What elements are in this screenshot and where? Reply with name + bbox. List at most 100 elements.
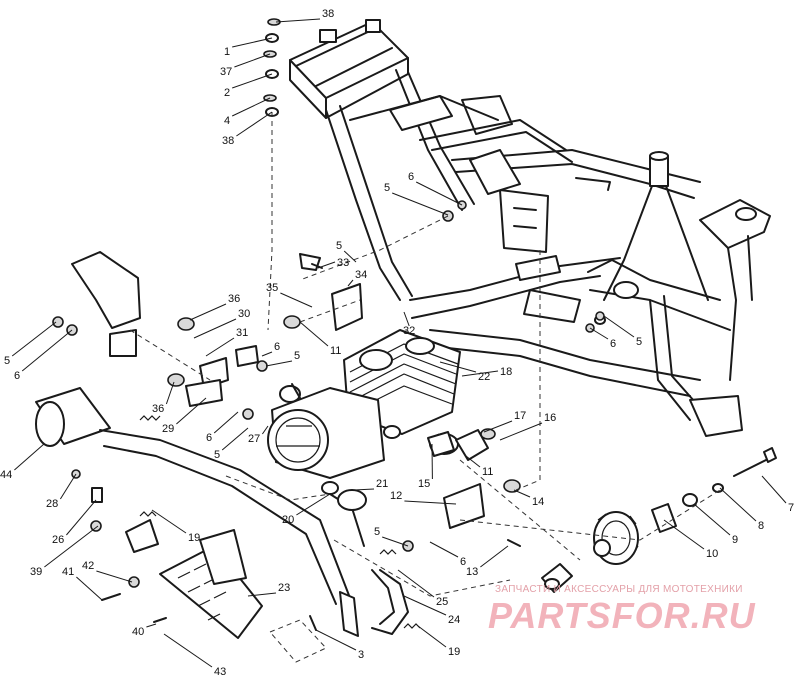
callout-leader-line bbox=[315, 629, 357, 651]
callout-number: 8 bbox=[758, 520, 764, 532]
callout-number: 10 bbox=[706, 548, 718, 560]
callout-5: 5 bbox=[603, 315, 642, 348]
callout-leader-line bbox=[151, 509, 187, 534]
callout-leader-line bbox=[343, 250, 357, 263]
callout-42: 42 bbox=[82, 560, 133, 583]
callout-number: 7 bbox=[788, 502, 794, 514]
callout-36: 36 bbox=[152, 381, 175, 415]
callout-number: 12 bbox=[390, 490, 402, 502]
callout-33: 33 bbox=[317, 257, 349, 269]
callout-number: 1 bbox=[224, 46, 230, 58]
callout-1: 1 bbox=[224, 37, 273, 58]
engine-assembly bbox=[267, 329, 489, 479]
callout-leader-line bbox=[415, 181, 463, 206]
callout-number: 22 bbox=[478, 371, 490, 383]
callout-number: 17 bbox=[514, 410, 526, 422]
callout-number: 6 bbox=[206, 432, 212, 444]
callout-6: 6 bbox=[408, 171, 463, 206]
callout-34: 34 bbox=[347, 269, 367, 287]
callout-leader-line bbox=[231, 97, 271, 117]
callout-leader-line bbox=[261, 425, 269, 435]
callout-number: 11 bbox=[330, 345, 341, 357]
callout-19: 19 bbox=[417, 625, 460, 658]
callout-43: 43 bbox=[163, 633, 226, 678]
callout-number: 20 bbox=[282, 514, 294, 526]
callout-leader-line bbox=[761, 475, 787, 504]
callout-leader-line bbox=[603, 315, 635, 338]
callout-leader-line bbox=[232, 73, 273, 89]
callout-leader-line bbox=[21, 329, 73, 372]
callout-38: 38 bbox=[275, 8, 334, 23]
callout-6: 6 bbox=[589, 327, 616, 350]
callout-number: 5 bbox=[4, 355, 10, 367]
callout-number: 16 bbox=[544, 412, 556, 424]
callout-number: 15 bbox=[418, 478, 430, 490]
callout-leader-line bbox=[299, 321, 329, 347]
exhaust-system bbox=[35, 387, 409, 663]
callout-36: 36 bbox=[189, 293, 240, 321]
callout-32: 32 bbox=[403, 311, 415, 337]
callout-leader-line bbox=[236, 111, 273, 137]
callout-number: 5 bbox=[336, 240, 342, 252]
callout-leader-line bbox=[213, 411, 239, 434]
callout-number: 9 bbox=[732, 534, 738, 546]
callout-leader-line bbox=[66, 499, 97, 536]
callout-11: 11 bbox=[299, 321, 341, 357]
callout-leader-line bbox=[429, 541, 459, 558]
callout-41: 41 bbox=[62, 566, 103, 601]
callout-21: 21 bbox=[353, 478, 388, 491]
callout-12: 12 bbox=[390, 490, 457, 505]
callout-number: 35 bbox=[266, 282, 278, 294]
callout-leader-line bbox=[265, 360, 293, 367]
callout-leader-line bbox=[461, 370, 499, 377]
callout-29: 29 bbox=[162, 397, 207, 435]
callout-15: 15 bbox=[418, 443, 433, 490]
callout-number: 29 bbox=[162, 423, 174, 435]
callout-number: 13 bbox=[466, 566, 478, 578]
callout-5: 5 bbox=[384, 182, 449, 216]
callout-6: 6 bbox=[14, 329, 73, 382]
callout-number: 19 bbox=[188, 532, 200, 544]
callout-16: 16 bbox=[499, 412, 556, 441]
callout-35: 35 bbox=[266, 282, 313, 308]
callout-number: 26 bbox=[52, 534, 64, 546]
callout-number: 23 bbox=[278, 582, 290, 594]
callout-leader-line bbox=[261, 351, 273, 357]
watermark: ЗАПЧАСТИ И АКСЕССУАРЫ ДЛЯ МОТОТЕХНИКИ PA… bbox=[488, 584, 755, 636]
callout-leader-line bbox=[403, 311, 410, 327]
callout-number: 6 bbox=[274, 341, 280, 353]
callout-leader-line bbox=[404, 500, 457, 505]
callout-8: 8 bbox=[719, 487, 764, 532]
callout-number: 40 bbox=[132, 626, 144, 638]
callout-44: 44 bbox=[0, 443, 45, 481]
callout-5: 5 bbox=[265, 350, 300, 367]
callout-22: 22 bbox=[439, 361, 490, 383]
callout-number: 5 bbox=[214, 449, 220, 461]
callout-leader-line bbox=[176, 397, 207, 425]
callout-number: 41 bbox=[62, 566, 74, 578]
callout-number: 36 bbox=[228, 293, 240, 305]
callout-leader-line bbox=[232, 37, 273, 48]
callout-number: 18 bbox=[500, 366, 512, 378]
callout-18: 18 bbox=[461, 366, 512, 378]
callout-number: 42 bbox=[82, 560, 94, 572]
callout-leader-line bbox=[347, 279, 354, 287]
callout-number: 14 bbox=[532, 496, 544, 508]
callout-number: 5 bbox=[384, 182, 390, 194]
callout-11: 11 bbox=[465, 455, 493, 478]
callout-number: 43 bbox=[214, 666, 226, 678]
callout-28: 28 bbox=[46, 473, 77, 510]
callout-number: 6 bbox=[408, 171, 414, 183]
callout-leader-line bbox=[513, 489, 531, 498]
callout-leader-line bbox=[693, 503, 731, 536]
callout-leader-line bbox=[465, 455, 481, 468]
mounting-hardware bbox=[52, 18, 605, 631]
assembly-guide-lines bbox=[129, 112, 721, 597]
callout-number: 19 bbox=[448, 646, 460, 658]
callout-number: 27 bbox=[248, 433, 260, 445]
callout-leader-line bbox=[59, 473, 77, 500]
callout-number: 6 bbox=[460, 556, 466, 568]
